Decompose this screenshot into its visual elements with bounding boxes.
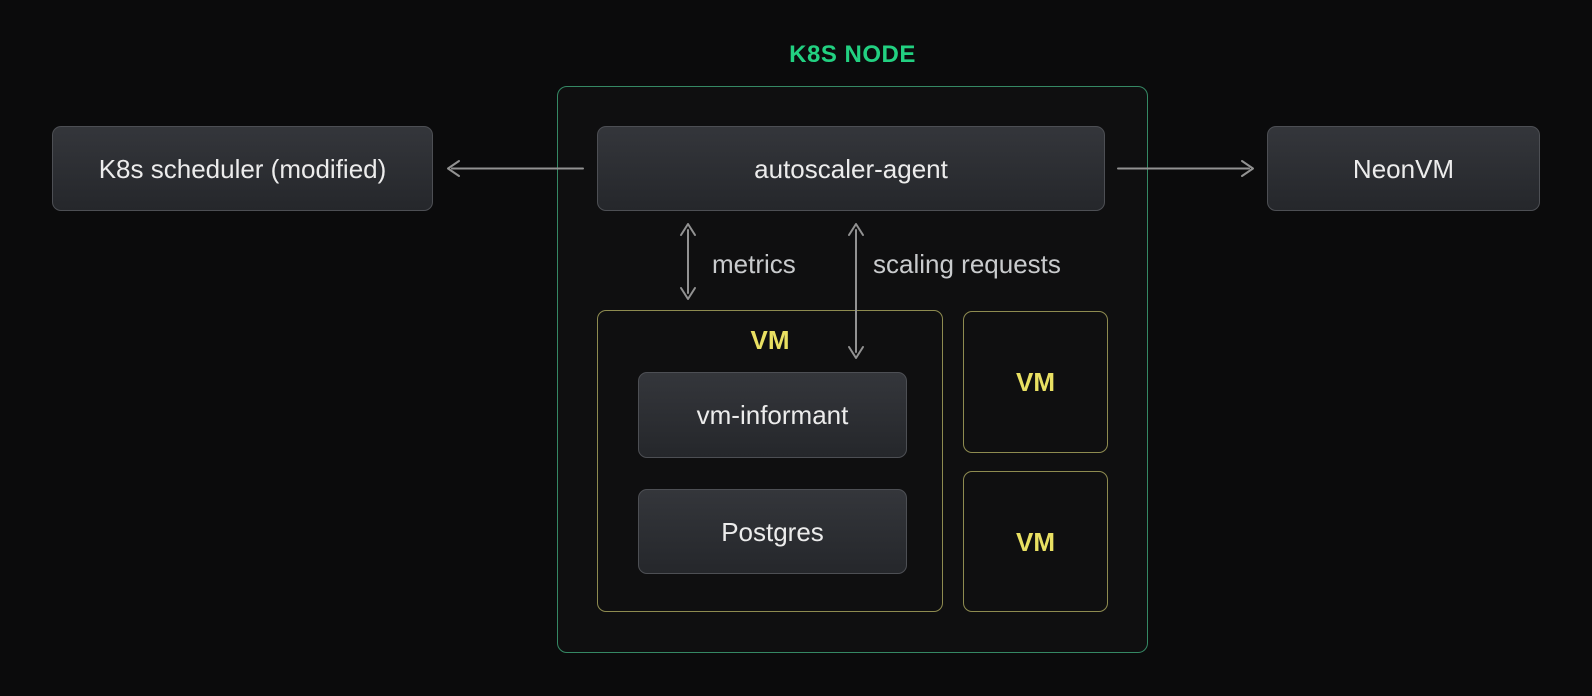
node-neonvm: NeonVM — [1267, 126, 1540, 211]
node-neonvm-label: NeonVM — [1352, 153, 1455, 184]
edge-label-scaling-requests: scaling requests — [873, 249, 1061, 279]
vm-box-bottom-label: VM — [1016, 526, 1055, 557]
k8s-node-cluster — [557, 86, 1148, 653]
vm-box-top-label: VM — [1016, 367, 1055, 397]
edge-label-metrics: metrics — [712, 249, 796, 279]
node-k8s-scheduler-label: K8s scheduler (modified) — [98, 153, 387, 184]
node-autoscaler-agent: autoscaler-agent — [597, 126, 1105, 211]
cluster-title: K8S NODE — [789, 41, 916, 68]
vm-group-main: VM — [597, 310, 943, 612]
vm-box-top: VM — [963, 311, 1108, 453]
node-k8s-scheduler: K8s scheduler (modified) — [52, 126, 433, 211]
node-vm-informant-label: vm-informant — [696, 400, 849, 430]
node-autoscaler-agent-label: autoscaler-agent — [754, 153, 948, 184]
vm-box-bottom: VM — [963, 471, 1108, 612]
node-postgres: Postgres — [638, 489, 907, 574]
node-postgres-label: Postgres — [721, 516, 824, 547]
node-vm-informant: vm-informant — [638, 372, 907, 458]
vm-group-main-label: VM — [750, 325, 790, 355]
